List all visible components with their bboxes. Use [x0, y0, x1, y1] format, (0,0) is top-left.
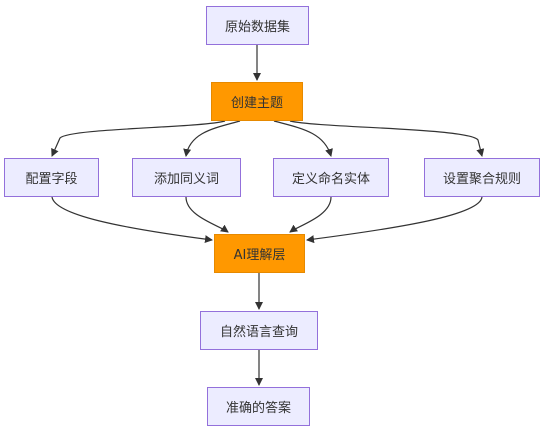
node-create-topic: 创建主题	[211, 82, 303, 121]
node-configure-fields: 配置字段	[4, 158, 99, 197]
edge-entity-ai	[289, 196, 332, 233]
edge-topic-aggregation	[289, 120, 485, 157]
node-label: 原始数据集	[224, 20, 290, 35]
node-label: 设置聚合规则	[442, 172, 521, 187]
node-set-aggregation-rules: 设置聚合规则	[424, 158, 540, 197]
node-source-dataset: 原始数据集	[206, 6, 309, 45]
node-natural-language-query: 自然语言查询	[200, 311, 318, 350]
node-label: AI理解层	[233, 248, 286, 263]
edge-aggregation-ai	[306, 196, 483, 244]
node-label: 添加同义词	[153, 172, 219, 187]
node-label: 自然语言查询	[219, 325, 298, 340]
edge-synonym-ai	[185, 196, 229, 233]
node-accurate-answer: 准确的答案	[207, 387, 310, 426]
node-add-synonyms: 添加同义词	[132, 158, 241, 197]
node-label: 创建主题	[230, 96, 283, 111]
node-define-named-entities: 定义命名实体	[273, 158, 389, 197]
edge-field-ai	[51, 196, 213, 244]
node-label: 配置字段	[25, 172, 78, 187]
edge-topic-synonym	[183, 120, 241, 157]
node-label: 准确的答案	[225, 401, 291, 416]
node-label: 定义命名实体	[291, 172, 370, 187]
edge-topic-entity	[273, 120, 333, 157]
edge-topic-field	[51, 120, 226, 157]
node-ai-understanding-layer: AI理解层	[214, 234, 305, 273]
